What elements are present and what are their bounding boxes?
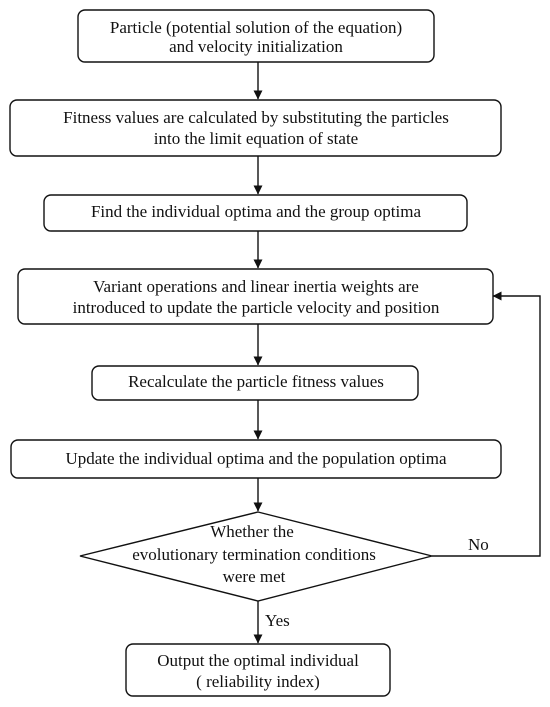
node-update-box (10, 439, 502, 479)
node-fitness: Fitness values are calculated by substit… (9, 99, 502, 157)
edge-label-yes: Yes (265, 611, 290, 630)
node-init-line-2: and velocity initialization (169, 37, 343, 56)
node-init: Particle (potential solution of the equa… (77, 9, 435, 63)
node-fitness-line-2: into the limit equation of state (154, 129, 358, 148)
node-output-line-2: ( reliability index) (196, 672, 320, 691)
node-output-line-1: Output the optimal individual (157, 651, 359, 670)
node-output-box (125, 643, 391, 697)
node-decision-line-2: evolutionary termination conditions (132, 545, 376, 564)
node-optima: Find the individual optima and the group… (43, 194, 468, 232)
node-decision: Whether the evolutionary termination con… (79, 511, 433, 602)
node-recalc-box (91, 365, 419, 401)
node-update-line-1: Update the individual optima and the pop… (65, 449, 446, 468)
node-init-line-1: Particle (potential solution of the equa… (110, 18, 402, 37)
node-optima-line-1: Find the individual optima and the group… (91, 202, 421, 221)
node-variant-line-1: Variant operations and linear inertia we… (93, 277, 419, 296)
node-decision-line-1: Whether the (210, 522, 294, 541)
node-update: Update the individual optima and the pop… (10, 439, 502, 479)
node-optima-box (43, 194, 468, 232)
node-init-box (77, 9, 435, 63)
edge-label-no: No (468, 535, 489, 554)
node-decision-line-3: were met (223, 567, 286, 586)
node-decision-diamond (79, 511, 433, 602)
arrow-decision-to-variant (432, 291, 541, 557)
node-variant: Variant operations and linear inertia we… (17, 268, 494, 325)
node-variant-line-2: introduced to update the particle veloci… (73, 298, 440, 317)
node-recalc-line-1: Recalculate the particle fitness values (128, 372, 384, 391)
node-recalc: Recalculate the particle fitness values (91, 365, 419, 401)
node-output: Output the optimal individual ( reliabil… (125, 643, 391, 697)
node-fitness-line-1: Fitness values are calculated by substit… (63, 108, 449, 127)
node-fitness-box (9, 99, 502, 157)
node-variant-box (17, 268, 494, 325)
connectors (253, 62, 541, 644)
